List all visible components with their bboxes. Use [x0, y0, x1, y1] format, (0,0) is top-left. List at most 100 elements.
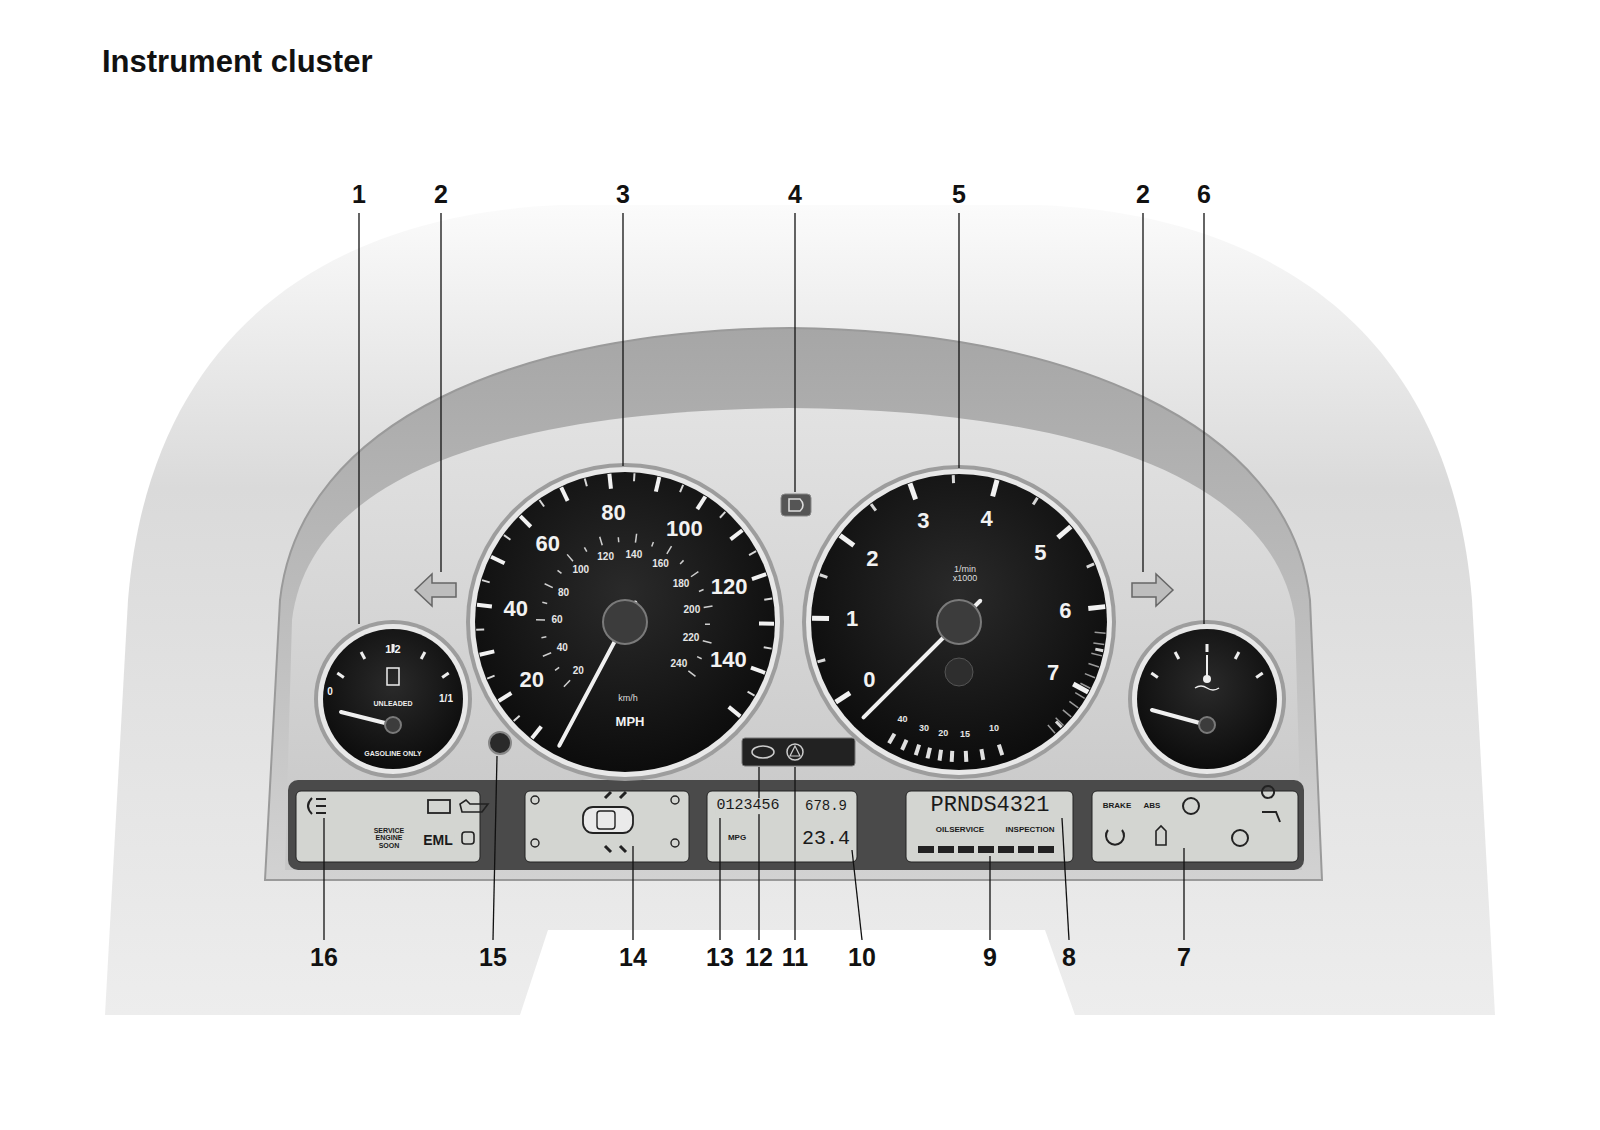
- callout-number: 10: [848, 944, 876, 970]
- lamp-marker: [605, 792, 626, 852]
- scale-tick: [691, 572, 698, 577]
- warning-label: ABS: [1143, 802, 1162, 810]
- odometer-reading: 0123456: [715, 798, 780, 814]
- tire-symbol: [1106, 830, 1124, 845]
- scale-tick: [928, 748, 930, 759]
- kmh-scale-number: 240: [671, 658, 688, 669]
- scale-tick: [1033, 498, 1037, 505]
- icon-group: [308, 786, 1280, 853]
- needle-hub: [603, 600, 647, 644]
- scale-tick: [337, 673, 344, 678]
- mph-scale-number: 80: [601, 501, 625, 524]
- gauge-ring: [1132, 624, 1282, 774]
- housing-notch: [520, 930, 1075, 1015]
- scale-tick: [1206, 644, 1209, 652]
- gauge-face: [475, 472, 775, 772]
- leader-line: [758, 767, 759, 940]
- scale-tick: [820, 575, 828, 578]
- scale-tick: [952, 475, 955, 483]
- callout-number: 16: [310, 944, 338, 970]
- cluster-housing: [105, 205, 1495, 1015]
- scale-tick: [540, 500, 545, 507]
- scale-tick: [532, 727, 541, 739]
- car-top-view: [583, 807, 633, 833]
- scale-tick: [1080, 683, 1090, 688]
- lamp-symbol: [531, 796, 539, 804]
- scale-tick: [1075, 693, 1084, 699]
- rpm-scale-number: 3: [917, 510, 929, 533]
- service-label: INSPECTION: [1005, 826, 1056, 834]
- seatbelt-symbol: [1262, 786, 1280, 822]
- scale-tick: [1056, 718, 1064, 726]
- scale-tick: [543, 653, 551, 656]
- rpm-scale-number: 6: [1059, 599, 1071, 622]
- scale-tick: [482, 580, 490, 582]
- warning-symbol: [1232, 830, 1248, 846]
- callout-number: 5: [952, 181, 966, 207]
- scale-tick: [764, 599, 772, 600]
- scale-tick: [812, 616, 829, 621]
- scale-tick: [729, 707, 741, 716]
- gauge-rim: [466, 463, 784, 781]
- gauge-rim: [802, 465, 1116, 779]
- kmh-scale-number: 120: [597, 552, 614, 563]
- scale-tick: [618, 537, 620, 542]
- scale-tick: [697, 657, 702, 659]
- scale-tick: [840, 536, 854, 546]
- warning-window: [1092, 791, 1298, 862]
- thermometer-symbol: [1195, 686, 1219, 690]
- fuel-scale-mark: 1/2: [385, 644, 400, 656]
- lamp-symbol: [462, 832, 474, 844]
- scale-tick: [480, 651, 495, 654]
- fuel-scale-mark: 0: [327, 687, 333, 698]
- leader-line: [794, 767, 795, 940]
- leader-line: [440, 213, 441, 572]
- scale-tick: [545, 584, 553, 588]
- scale-tick: [667, 546, 672, 554]
- scale-tick: [555, 667, 559, 670]
- kmh-scale-number: 20: [573, 666, 584, 677]
- callout-number: 2: [434, 181, 448, 207]
- service-bar: [938, 846, 954, 853]
- callout-number: 1: [352, 181, 366, 207]
- scale-tick: [910, 483, 916, 499]
- needle-hub: [385, 717, 401, 733]
- car-top-view: [597, 811, 615, 829]
- scale-tick: [940, 750, 942, 761]
- scale-tick: [751, 668, 765, 673]
- service-bar: [1018, 846, 1034, 853]
- consumption-reading: 23.4: [801, 828, 851, 849]
- rpm-scale-number: 4: [981, 507, 993, 530]
- scale-tick: [1151, 673, 1158, 678]
- scale-tick: [731, 530, 743, 539]
- scale-tick: [635, 534, 636, 543]
- rpm-scale-number: 7: [1047, 662, 1059, 685]
- scale-tick: [487, 676, 494, 679]
- mph-scale-number: 20: [519, 669, 543, 692]
- leader-line: [493, 756, 497, 940]
- brake-symbol: [1183, 798, 1199, 814]
- leader-line: [358, 213, 359, 624]
- scale-tick: [703, 641, 712, 643]
- reset-button: [489, 732, 511, 754]
- kmh-scale-number: 200: [684, 604, 701, 615]
- gauge-rim: [314, 620, 472, 778]
- leader-line: [323, 818, 324, 940]
- scale-tick: [950, 751, 955, 762]
- kmh-scale-number: 100: [572, 565, 589, 576]
- scale-tick: [1095, 649, 1103, 651]
- cluster-bezel: [265, 328, 1322, 880]
- service-bar: [918, 846, 934, 853]
- scale-tick: [889, 734, 895, 744]
- scale-tick: [1048, 725, 1055, 733]
- kmh-scale-number: 140: [626, 549, 643, 560]
- scale-tick: [499, 693, 512, 701]
- kmh-scale-number: 40: [557, 643, 568, 654]
- scale-tick: [564, 680, 570, 687]
- scale-tick: [759, 621, 774, 625]
- scale-tick: [421, 652, 425, 659]
- scale-tick: [600, 537, 603, 546]
- callout-number: 13: [706, 944, 734, 970]
- scale-tick: [1175, 652, 1179, 659]
- scale-tick: [504, 535, 511, 540]
